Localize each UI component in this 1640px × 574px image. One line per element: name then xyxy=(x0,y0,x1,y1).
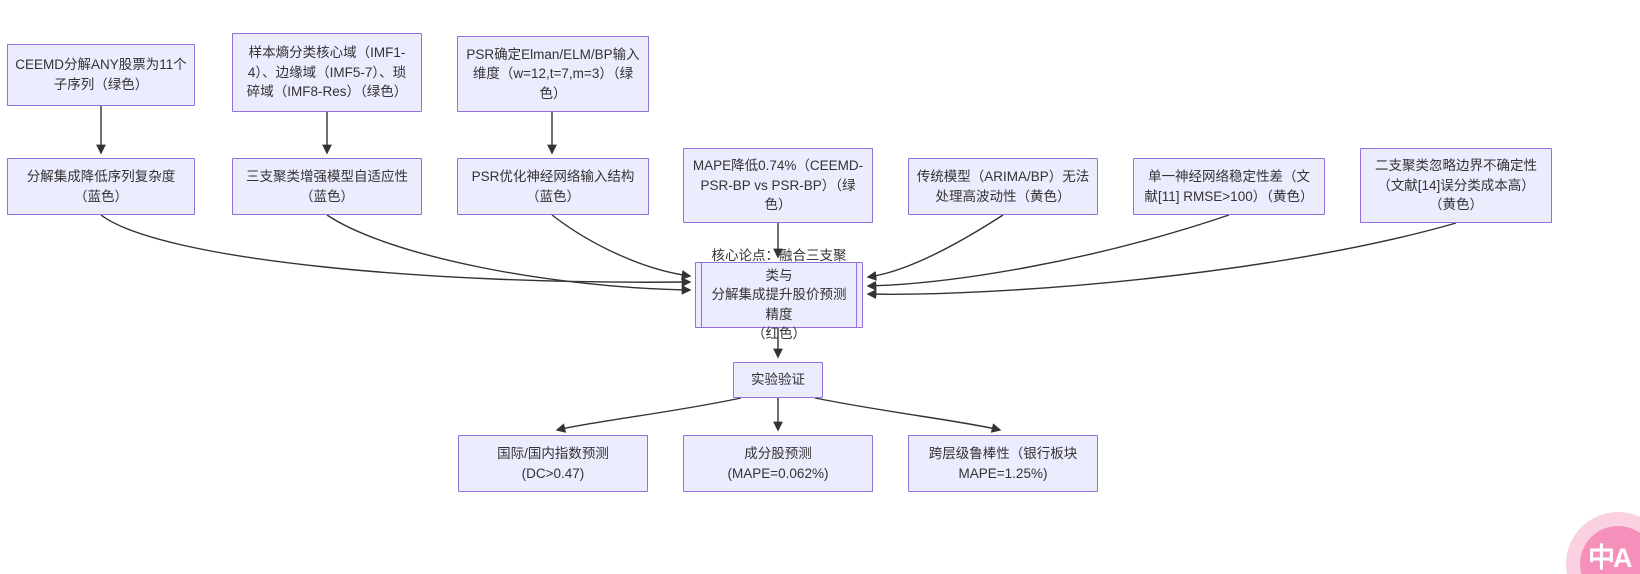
node-core-thesis: 核心论点：融合三支聚类与 分解集成提升股价预测精度 （红色） xyxy=(695,248,863,341)
node-experiment-validation: 实验验证 xyxy=(733,362,823,398)
translate-icon: 中A xyxy=(1580,526,1640,574)
edge-experiment-index xyxy=(555,397,742,433)
translate-floating-button[interactable]: 中A xyxy=(1566,512,1640,574)
node-psr-input-dimension: PSR确定Elman/ELM/BP输入 维度（w=12,t=7,m=3）（绿 色… xyxy=(457,36,649,112)
node-cross-level-robustness: 跨层级鲁棒性（银行板块 MAPE=1.25%) xyxy=(908,435,1098,492)
node-single-nn-instability: 单一神经网络稳定性差（文 献[11] RMSE>100）（黄色） xyxy=(1133,158,1325,215)
edge-singlenn-core xyxy=(866,214,1230,291)
node-decomposition-ensemble: 分解集成降低序列复杂度 （蓝色） xyxy=(7,158,195,215)
edge-psropt-core xyxy=(551,214,692,280)
edge-twoway-core xyxy=(866,222,1457,300)
node-ceemd-decomposition: CEEMD分解ANY股票为11个 子序列（绿色） xyxy=(7,44,195,106)
node-psr-optimization: PSR优化神经网络输入结构 （蓝色） xyxy=(457,158,649,215)
node-traditional-models: 传统模型（ARIMA/BP）无法 处理高波动性（黄色） xyxy=(908,158,1098,215)
edge-traditional-core xyxy=(866,214,1004,281)
edge-decomp-core xyxy=(100,214,692,287)
node-mape-reduction: MAPE降低0.74%（CEEMD- PSR-BP vs PSR-BP）（绿 色… xyxy=(683,148,873,223)
node-index-prediction: 国际/国内指数预测 (DC>0.47) xyxy=(458,435,648,492)
node-sample-entropy: 样本熵分类核心域（IMF1- 4）、边缘域（IMF5-7）、琐 碎域（IMF8-… xyxy=(232,33,422,112)
node-two-way-clustering: 二支聚类忽略边界不确定性 （文献[14]误分类成本高） （黄色） xyxy=(1360,148,1552,223)
edge-experiment-robust xyxy=(814,397,1002,433)
node-three-way-clustering: 三支聚类增强模型自适应性 （蓝色） xyxy=(232,158,422,215)
edge-threeway-core xyxy=(326,214,692,295)
node-component-prediction: 成分股预测 (MAPE=0.062%) xyxy=(683,435,873,492)
